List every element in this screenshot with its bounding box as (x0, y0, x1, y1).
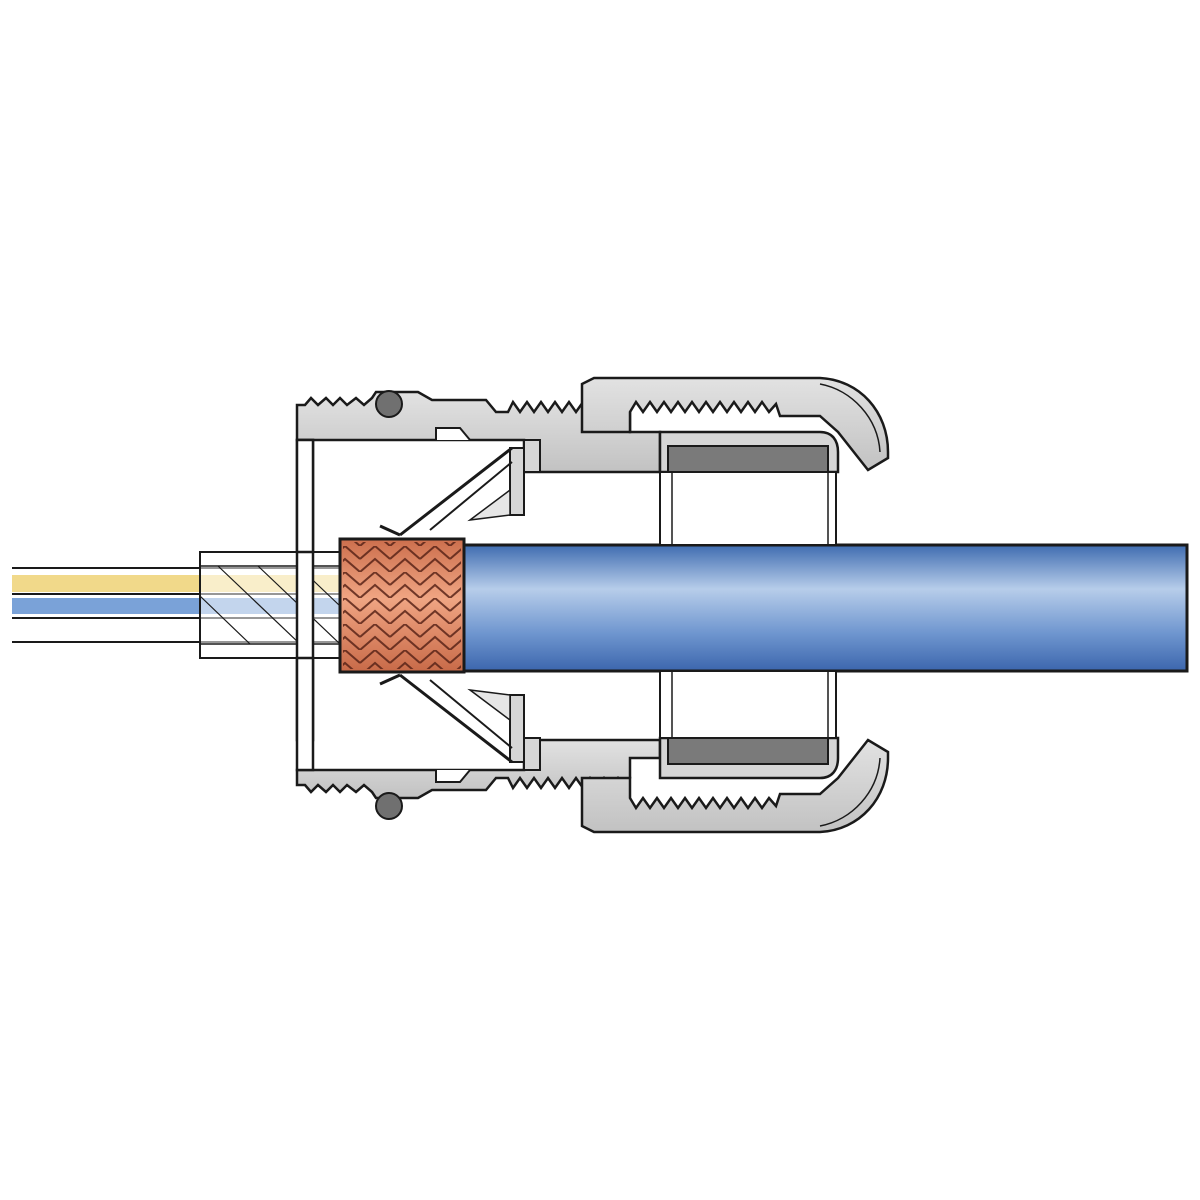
body-groove-top (435, 427, 471, 441)
clamping-seal-upper (658, 430, 840, 546)
gland-body-shell-bottom (295, 738, 662, 800)
cable-jacket (461, 543, 1189, 673)
seal-insert-upper (667, 445, 829, 473)
o-ring-top (375, 390, 403, 418)
body-inner-wall-bottom (295, 656, 315, 772)
seal-insert-lower (667, 737, 829, 765)
o-ring-bottom (375, 792, 403, 820)
inner-insulation (199, 551, 341, 659)
body-inner-wall-top-segment (295, 438, 315, 554)
braided-shield (338, 537, 466, 674)
dome-cap-nut-upper (580, 376, 890, 472)
dome-cap-nut-lower (580, 738, 890, 834)
shield-contact-cone-upper (379, 439, 541, 537)
gland-body-lower (295, 738, 662, 820)
shield-contact-cone-lower (379, 673, 541, 771)
body-groove-bottom (435, 769, 471, 783)
clamping-seal-lower (658, 670, 840, 780)
